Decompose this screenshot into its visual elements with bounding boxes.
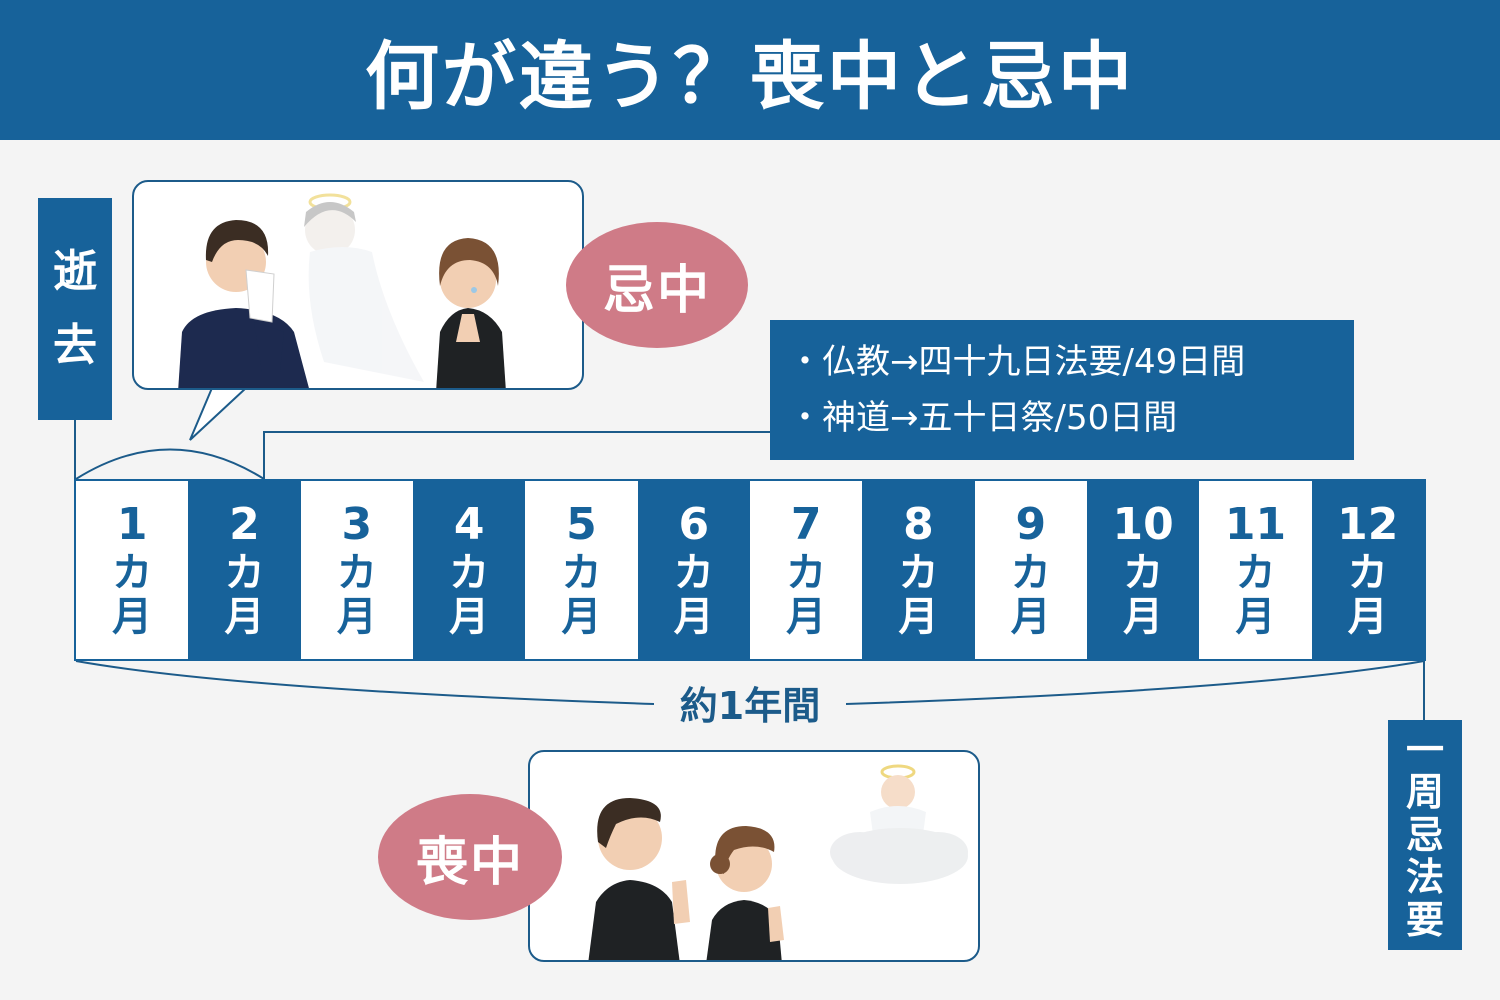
first-anniversary-char: 要 bbox=[1405, 897, 1444, 942]
month-number: 8 bbox=[903, 499, 934, 550]
month-unit-char: カ bbox=[224, 550, 265, 596]
page-title: 何が違う？喪中と忌中 bbox=[365, 33, 1135, 120]
month-unit-char: カ bbox=[1010, 550, 1051, 596]
passing-away-char: 逝 bbox=[53, 245, 97, 297]
month-number: 10 bbox=[1112, 499, 1174, 550]
kichu-illustration-panel bbox=[132, 180, 584, 390]
mochu-badge: 喪中 bbox=[378, 794, 562, 920]
first-anniversary-char: 忌 bbox=[1405, 812, 1444, 857]
month-unit-char: 月 bbox=[786, 594, 827, 640]
month-number: 9 bbox=[1015, 499, 1047, 550]
month-number: 1 bbox=[116, 499, 148, 550]
month-unit-char: 月 bbox=[898, 594, 939, 640]
kichu-brace bbox=[75, 448, 265, 480]
month-unit-char: カ bbox=[336, 550, 377, 596]
one-year-label: 約1年間 bbox=[654, 682, 846, 730]
passing-away-label: 逝 去 bbox=[38, 198, 112, 420]
mochu-illustration-panel bbox=[528, 750, 980, 962]
month-unit-char: カ bbox=[1235, 550, 1276, 596]
month-unit-char: カ bbox=[786, 550, 827, 596]
month-number: 2 bbox=[229, 499, 260, 550]
month-number: 3 bbox=[341, 499, 373, 550]
month-number: 4 bbox=[453, 499, 485, 550]
month-number: 7 bbox=[790, 499, 822, 550]
header-bar: 何が違う？喪中と忌中 bbox=[0, 0, 1500, 140]
first-anniversary-char: 周 bbox=[1405, 770, 1444, 815]
month-unit-char: 月 bbox=[561, 594, 602, 640]
praying-woman-icon bbox=[436, 238, 506, 388]
month-unit-char: 月 bbox=[1347, 594, 1388, 640]
year-brace-left bbox=[75, 660, 655, 705]
info-connector bbox=[263, 431, 770, 479]
kichu-period-info: ・仏教→四十九日法要/49日間 ・神道→五十日祭/50日間 bbox=[770, 320, 1354, 460]
year-brace-right bbox=[845, 660, 1425, 705]
month-number: 12 bbox=[1337, 499, 1399, 550]
first-anniversary-label: 一 周 忌 法 要 bbox=[1388, 720, 1462, 950]
mourning-people-illustration bbox=[178, 193, 506, 388]
month-unit-char: 月 bbox=[336, 594, 377, 640]
month-number: 11 bbox=[1224, 499, 1287, 550]
praying-couple-illustration bbox=[588, 764, 968, 960]
spirit-on-cloud-icon bbox=[830, 764, 968, 884]
speech-tail bbox=[189, 387, 247, 441]
crying-man-icon bbox=[178, 220, 309, 388]
month-number: 6 bbox=[678, 499, 710, 550]
month-unit-char: カ bbox=[561, 550, 602, 596]
buddhism-period-text: ・仏教→四十九日法要/49日間 bbox=[788, 342, 1246, 382]
month-unit-char: 月 bbox=[449, 594, 490, 640]
shinto-period-text: ・神道→五十日祭/50日間 bbox=[788, 398, 1178, 438]
month-unit-char: カ bbox=[1123, 550, 1164, 596]
passing-away-char: 去 bbox=[53, 320, 97, 371]
month-unit-char: 月 bbox=[1235, 594, 1276, 640]
month-unit-char: 月 bbox=[673, 594, 714, 640]
first-anniversary-char: 法 bbox=[1405, 855, 1444, 900]
month-unit-char: カ bbox=[898, 550, 939, 596]
month-unit-char: カ bbox=[112, 550, 153, 596]
month-unit-char: 月 bbox=[1010, 594, 1051, 640]
praying-woman-2-icon bbox=[706, 826, 784, 960]
month-number: 5 bbox=[566, 499, 597, 550]
deceased-spirit-icon bbox=[304, 193, 424, 382]
month-unit-char: カ bbox=[673, 550, 714, 596]
month-unit-char: 月 bbox=[112, 594, 153, 640]
first-anniversary-char: 一 bbox=[1405, 727, 1444, 772]
kichu-badge: 忌中 bbox=[566, 222, 748, 348]
praying-man-icon bbox=[588, 798, 690, 960]
month-unit-char: カ bbox=[1347, 550, 1388, 596]
month-unit-char: 月 bbox=[1123, 594, 1164, 640]
month-unit-char: カ bbox=[449, 550, 490, 596]
month-unit-char: 月 bbox=[224, 594, 265, 640]
